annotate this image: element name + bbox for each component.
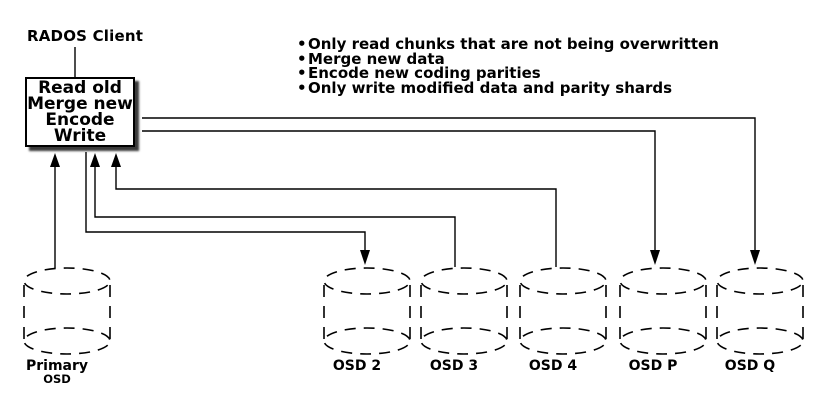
note-item: • Merge new data <box>297 49 719 68</box>
disk-cylinder-icon <box>716 267 804 355</box>
bullet-icon: • <box>297 35 307 53</box>
osd-node-2: OSD 2 <box>317 265 417 373</box>
osd-node-q: OSD Q <box>710 265 810 373</box>
note-text: Only read chunks that are not being over… <box>308 35 719 53</box>
osd-label-line1: Primary <box>25 358 89 374</box>
osd-label-line2: OSD <box>43 372 71 386</box>
bullet-icon: • <box>297 64 307 83</box>
arrow-primary-osd-to-box <box>50 153 60 268</box>
process-step-write: Write <box>53 126 107 146</box>
osd-node-3: OSD 3 <box>414 265 514 373</box>
arrowhead-up <box>50 153 60 167</box>
arrowhead-down <box>750 250 760 265</box>
disk-cylinder-icon <box>23 267 111 355</box>
note-item: • Encode new coding parities <box>297 66 719 81</box>
process-step-merge-new: Merge new <box>27 94 133 114</box>
notes-list: • Only read chunks that are not being ov… <box>297 37 719 95</box>
disk-cylinder-icon <box>619 267 707 355</box>
osd-label: OSD 2 <box>332 358 382 374</box>
arrowhead-up <box>90 153 100 167</box>
osd-label: OSD P <box>628 358 678 374</box>
note-item: • Only write modified data and parity sh… <box>297 78 719 97</box>
disk-cylinder-icon <box>323 267 411 355</box>
bullet-icon: • <box>297 78 307 97</box>
osd-node-p: OSD P <box>613 265 713 373</box>
osd-label: OSD 3 <box>429 358 479 374</box>
note-text: Merge new data <box>308 49 445 68</box>
arrowhead-up <box>111 153 121 167</box>
disk-cylinder-icon <box>519 267 607 355</box>
process-step-read-old: Read old <box>38 78 122 98</box>
arrow-osd-4-to-box <box>111 153 557 267</box>
disk-cylinder-icon <box>420 267 508 355</box>
osd-label: OSD 4 <box>528 358 578 374</box>
note-item: • Only read chunks that are not being ov… <box>297 37 719 52</box>
client-process-box: Read old Merge new Encode Write <box>25 77 135 147</box>
arrowhead-down <box>360 250 370 265</box>
process-step-encode: Encode <box>45 110 115 130</box>
arrowhead-down <box>650 250 660 265</box>
bullet-icon: • <box>297 49 307 68</box>
osd-label: Primary OSD <box>7 358 107 386</box>
arrow-box-to-osd-p <box>142 130 660 265</box>
rados-client-label: RADOS Client <box>27 27 144 45</box>
osd-label: OSD Q <box>724 358 776 374</box>
note-text: Encode new coding parities <box>308 64 541 83</box>
arrow-osd-3-to-box <box>90 153 456 267</box>
osd-node-primary: Primary OSD <box>17 265 117 385</box>
osd-node-4: OSD 4 <box>513 265 613 373</box>
note-text: Only write modified data and parity shar… <box>308 78 673 97</box>
arrow-box-to-osd-2 <box>85 152 370 265</box>
arrow-box-to-osd-q <box>142 117 760 265</box>
